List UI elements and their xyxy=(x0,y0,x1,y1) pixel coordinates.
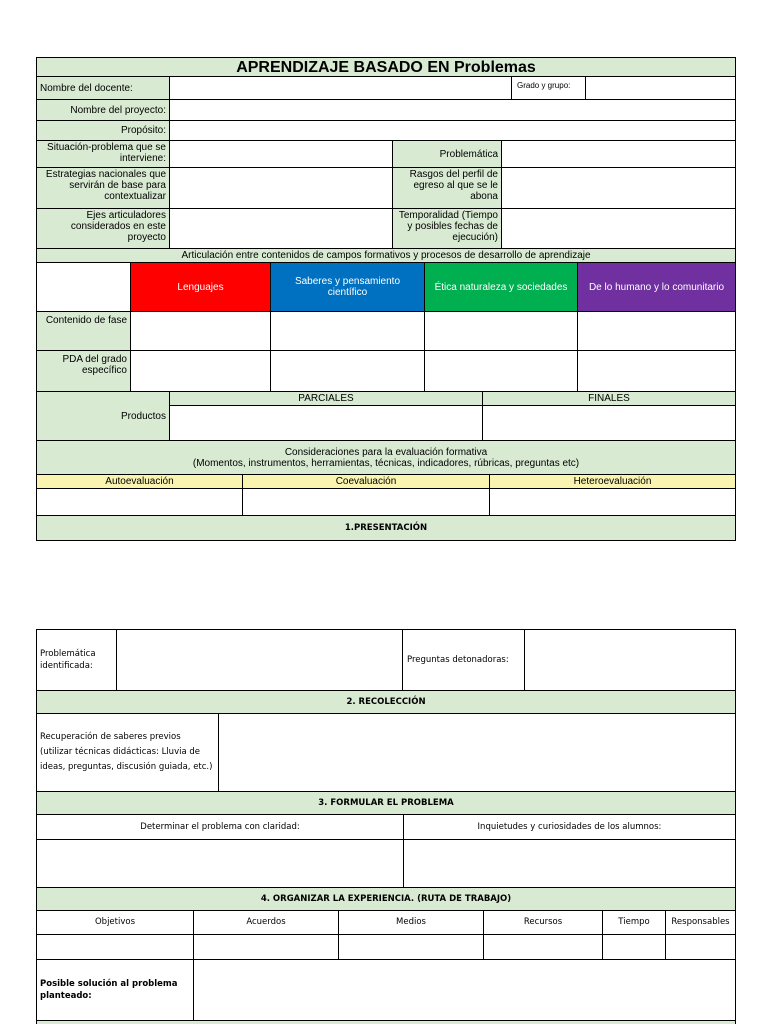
coevaluacion-header: Coevaluación xyxy=(242,474,490,489)
consideraciones-line-1: Consideraciones para la evaluación forma… xyxy=(284,446,488,458)
estrategias-label: Estrategias nacionales que servirán de b… xyxy=(36,167,170,209)
recuperacion-label: Recuperación de saberes previos (utiliza… xyxy=(36,713,219,792)
recoleccion-header: 2. RECOLECCIÓN xyxy=(36,690,736,714)
productos-label: Productos xyxy=(36,391,170,441)
autoevaluacion-field[interactable] xyxy=(36,488,243,516)
situacion-field[interactable] xyxy=(169,140,393,168)
ejes-field[interactable] xyxy=(169,208,393,249)
contenido-saberes-field[interactable] xyxy=(270,311,425,351)
determinar-field[interactable] xyxy=(36,839,404,888)
parciales-header: PARCIALES xyxy=(169,391,483,406)
recuperacion-field[interactable] xyxy=(218,713,736,792)
responsables-field[interactable] xyxy=(665,934,736,960)
presentacion-header: 1.PRESENTACIÓN xyxy=(36,515,736,541)
column-responsables: Responsables xyxy=(665,910,736,935)
campo-saberes: Saberes y pensamiento científico xyxy=(270,262,425,312)
organizar-header: 4. ORGANIZAR LA EXPERIENCIA. (RUTA DE TR… xyxy=(36,887,736,911)
pda-label: PDA del grado específico xyxy=(36,350,131,392)
problematica-identificada-field[interactable] xyxy=(116,629,403,691)
pda-lenguajes-field[interactable] xyxy=(130,350,271,392)
acuerdos-field[interactable] xyxy=(193,934,339,960)
proposito-field[interactable] xyxy=(169,120,736,141)
situacion-label: Situación-problema que se interviene: xyxy=(36,140,170,168)
posible-solucion-field[interactable] xyxy=(193,959,736,1021)
ejes-label: Ejes articuladores considerados en este … xyxy=(36,208,170,249)
inquietudes-field[interactable] xyxy=(403,839,736,888)
pda-etica-field[interactable] xyxy=(424,350,578,392)
parciales-field[interactable] xyxy=(169,405,483,441)
medios-field[interactable] xyxy=(338,934,484,960)
heteroevaluacion-header: Heteroevaluación xyxy=(489,474,736,489)
temporalidad-field[interactable] xyxy=(501,208,736,249)
coevaluacion-field[interactable] xyxy=(242,488,490,516)
column-medios: Medios xyxy=(338,910,484,935)
contenido-fase-label: Contenido de fase xyxy=(36,311,131,351)
recursos-field[interactable] xyxy=(483,934,603,960)
column-tiempo: Tiempo xyxy=(602,910,666,935)
docente-field[interactable] xyxy=(169,76,512,100)
pda-saberes-field[interactable] xyxy=(270,350,425,392)
determinar-label: Determinar el problema con claridad: xyxy=(36,814,404,840)
column-recursos: Recursos xyxy=(483,910,603,935)
articulacion-header: Articulación entre contenidos de campos … xyxy=(36,248,736,263)
problematica-label: Problemática xyxy=(392,140,502,168)
grado-grupo-field[interactable] xyxy=(585,76,736,100)
column-objetivos: Objetivos xyxy=(36,910,194,935)
contenido-etica-field[interactable] xyxy=(424,311,578,351)
campo-humano: De lo humano y lo comunitario xyxy=(577,262,736,312)
objetivos-field[interactable] xyxy=(36,934,194,960)
campo-etica: Ética naturaleza y sociedades xyxy=(424,262,578,312)
form-title: APRENDIZAJE BASADO EN Problemas xyxy=(36,57,736,77)
campos-corner-cell xyxy=(36,262,131,312)
inquietudes-label: Inquietudes y curiosidades de los alumno… xyxy=(403,814,736,840)
problematica-identificada-label: Problemática identificada: xyxy=(36,629,117,691)
finales-field[interactable] xyxy=(482,405,736,441)
estrategias-field[interactable] xyxy=(169,167,393,209)
next-section-header xyxy=(36,1020,736,1024)
consideraciones-line-2: (Momentos, instrumentos, herramientas, t… xyxy=(192,457,580,469)
formular-header: 3. FORMULAR EL PROBLEMA xyxy=(36,791,736,815)
temporalidad-label: Temporalidad (Tiempo y posibles fechas d… xyxy=(392,208,502,249)
preguntas-detonadoras-label: Preguntas detonadoras: xyxy=(402,629,525,691)
heteroevaluacion-field[interactable] xyxy=(489,488,736,516)
campo-lenguajes: Lenguajes xyxy=(130,262,271,312)
docente-label: Nombre del docente: xyxy=(36,76,170,100)
consideraciones-header: Consideraciones para la evaluación forma… xyxy=(36,440,736,475)
finales-header: FINALES xyxy=(482,391,736,406)
grado-grupo-label: Grado y grupo: xyxy=(511,76,586,100)
proposito-label: Propósito: xyxy=(36,120,170,141)
problematica-field[interactable] xyxy=(501,140,736,168)
preguntas-detonadoras-field[interactable] xyxy=(524,629,736,691)
rasgos-label: Rasgos del perfil de egreso al que se le… xyxy=(392,167,502,209)
proyecto-label: Nombre del proyecto: xyxy=(36,99,170,121)
contenido-humano-field[interactable] xyxy=(577,311,736,351)
autoevaluacion-header: Autoevaluación xyxy=(36,474,243,489)
posible-solucion-label: Posible solución al problema planteado: xyxy=(36,959,194,1021)
rasgos-field[interactable] xyxy=(501,167,736,209)
pda-humano-field[interactable] xyxy=(577,350,736,392)
column-acuerdos: Acuerdos xyxy=(193,910,339,935)
contenido-lenguajes-field[interactable] xyxy=(130,311,271,351)
proyecto-field[interactable] xyxy=(169,99,736,121)
tiempo-field[interactable] xyxy=(602,934,666,960)
